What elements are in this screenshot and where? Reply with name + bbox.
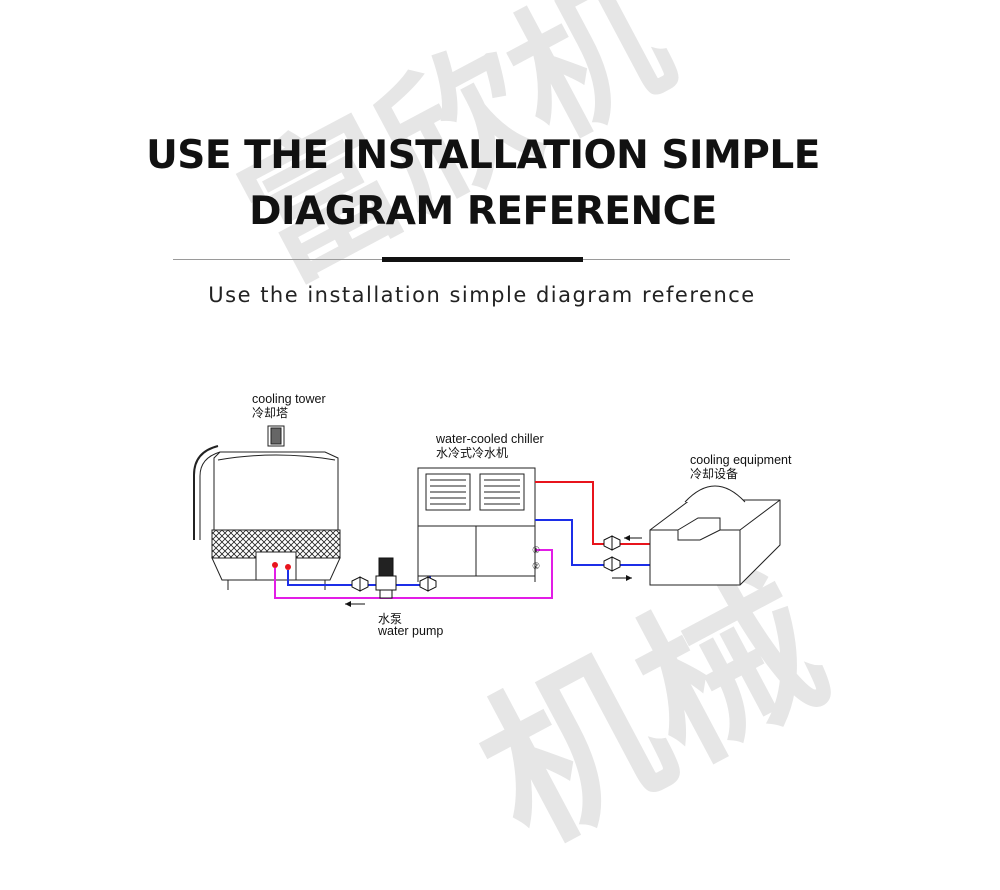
water-pump xyxy=(375,557,397,599)
title-accent-bar xyxy=(382,257,583,262)
chiller-port-1: ① xyxy=(532,545,540,555)
cooling-tower-label: cooling tower xyxy=(252,392,326,406)
cooling-equipment xyxy=(649,485,781,586)
tower-outlet-valve xyxy=(272,562,278,568)
chiller-label-zh: 水冷式冷水机 xyxy=(436,446,508,460)
chiller-label: water-cooled chiller xyxy=(435,432,544,446)
page-subtitle: Use the installation simple diagram refe… xyxy=(208,283,756,307)
chilled-water-supply-pipe xyxy=(535,481,650,545)
cooling-tower-label-zh: 冷却塔 xyxy=(252,406,288,420)
page-title-line-2: DIAGRAM REFERENCE xyxy=(249,189,717,234)
page-title: USE THE INSTALLATION SIMPLE DIAGRAM REFE… xyxy=(0,128,966,240)
page-title-line-1: USE THE INSTALLATION SIMPLE xyxy=(146,133,820,178)
tower-loop-pipe-return xyxy=(274,549,553,599)
water-cooled-chiller xyxy=(417,467,536,582)
equipment-valves xyxy=(603,535,621,572)
pipe-valves xyxy=(351,576,437,592)
cooling-equipment-label: cooling equipment xyxy=(690,453,792,467)
chiller-port-2: ② xyxy=(532,561,540,571)
cooling-tower xyxy=(193,425,341,590)
water-pump-label: water pump xyxy=(377,624,443,638)
installation-diagram: cooling tower 冷却塔 water-cooled chiller 水… xyxy=(193,392,792,638)
water-pump-label-zh: 水泵 xyxy=(378,612,402,626)
tower-inlet-valve xyxy=(285,564,291,570)
cooling-equipment-label-zh: 冷却设备 xyxy=(690,467,738,481)
